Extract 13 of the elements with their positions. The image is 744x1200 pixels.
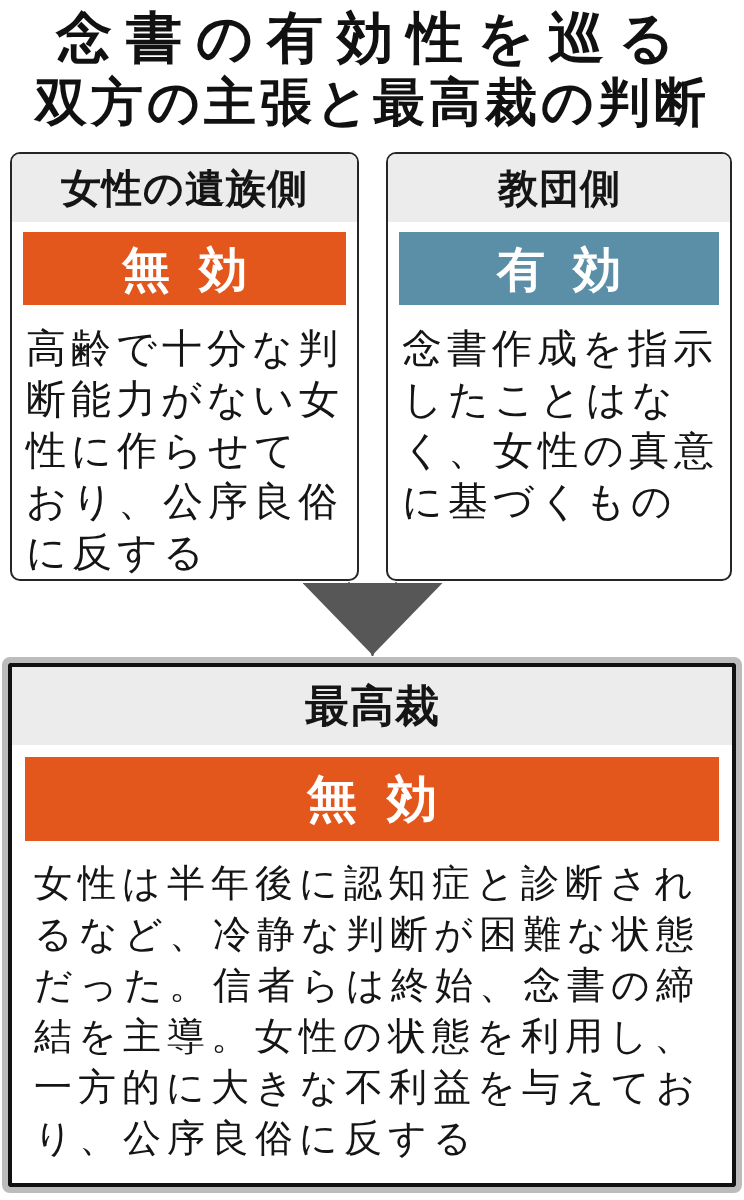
ruling-panel [2,657,742,1193]
verdict-banner: 無効 [25,757,719,841]
panel-heading: 教団側 [388,154,730,222]
statement-text: 念書作成を指示したことはなく、女性の真意に基づくもの [402,324,720,526]
claim-panel [10,152,359,581]
verdict-banner: 有効 [399,232,719,305]
panel-heading: 女性の遺族側 [12,154,357,222]
statement-text: 高齢で十分な判断能力がない女性に作らせており、公序良俗に反する [26,324,344,577]
statement-text: 女性は半年後に認知症と診断されるなど、冷静な判断が困難な状態だった。信者らは終始、念書の締結を主導。女性の状態を利用し、一方的に大きな不利益を与えており、公序良俗に反する [34,860,702,1162]
diagram-title: 念書の有効性を巡る双方の主張と最高裁の判断 [34,6,710,134]
claim-panel [386,152,732,581]
verdict-banner: 無効 [23,232,346,305]
panel-heading: 最高裁 [12,667,732,745]
